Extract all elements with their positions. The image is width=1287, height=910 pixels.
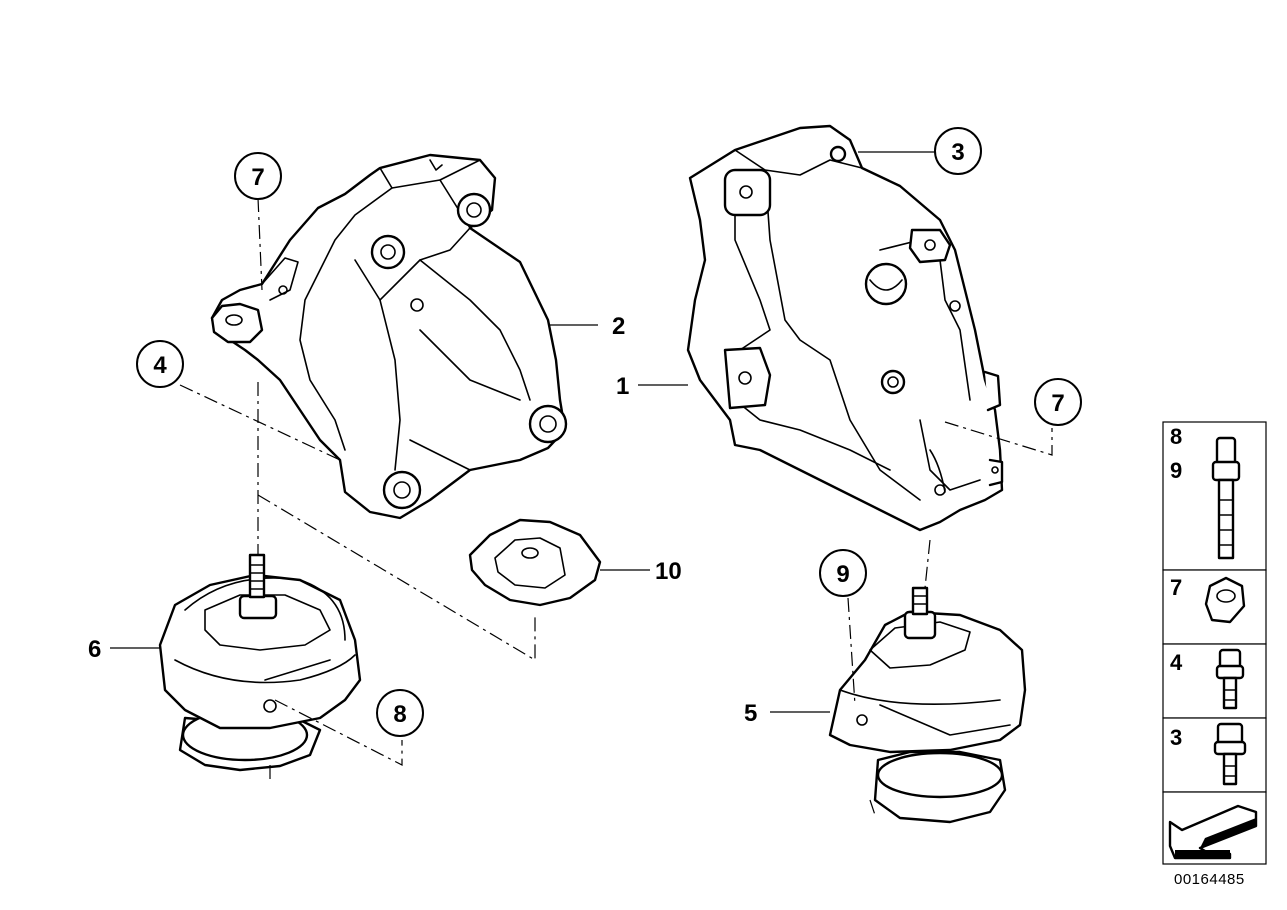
legend-cell-3[interactable] <box>1162 717 1267 793</box>
right-engine-bracket[interactable] <box>686 124 1004 532</box>
callout-label: 7 <box>1051 390 1064 417</box>
hex-nut-icon <box>1204 576 1246 624</box>
assembly-arrow-icon <box>1168 804 1258 860</box>
callout-label: 9 <box>836 561 849 588</box>
callout-3[interactable]: 3 <box>934 127 982 175</box>
callout-label: 4 <box>153 352 167 379</box>
label-part-1[interactable]: 1 <box>616 373 629 400</box>
leader-lines <box>110 151 1053 816</box>
diagram-id: 00164485 <box>1174 871 1245 888</box>
bolt-short-icon <box>1215 648 1245 710</box>
bolt-long-icon <box>1211 436 1241 560</box>
callout-8[interactable]: 8 <box>376 689 424 737</box>
legend-label: 8 <box>1170 424 1182 449</box>
callout-7-right[interactable]: 7 <box>1034 378 1082 426</box>
label-part-10[interactable]: 10 <box>655 558 682 585</box>
label-part-6[interactable]: 6 <box>88 636 101 663</box>
legend-label: 4 <box>1170 650 1183 675</box>
flange-bolt-icon <box>1213 722 1247 786</box>
callout-label: 3 <box>951 139 964 166</box>
label-part-2[interactable]: 2 <box>612 313 625 340</box>
callout-9[interactable]: 9 <box>819 549 867 597</box>
legend-cell-8-9[interactable] <box>1162 421 1267 571</box>
left-engine-bracket[interactable] <box>210 153 568 520</box>
callout-7-left[interactable]: 7 <box>234 152 282 200</box>
engine-mount-right[interactable] <box>828 586 1027 824</box>
fastener-legend: 8 9 7 4 3 <box>1162 421 1267 865</box>
legend-label: 3 <box>1170 725 1182 750</box>
callout-label: 7 <box>251 164 264 191</box>
legend-label: 7 <box>1170 575 1182 600</box>
callout-4[interactable]: 4 <box>136 340 184 388</box>
label-part-5[interactable]: 5 <box>744 700 757 727</box>
engine-mount-left[interactable] <box>158 553 362 772</box>
callout-label: 8 <box>393 701 406 728</box>
buffer-pad[interactable] <box>468 518 602 607</box>
legend-label: 9 <box>1170 458 1182 483</box>
